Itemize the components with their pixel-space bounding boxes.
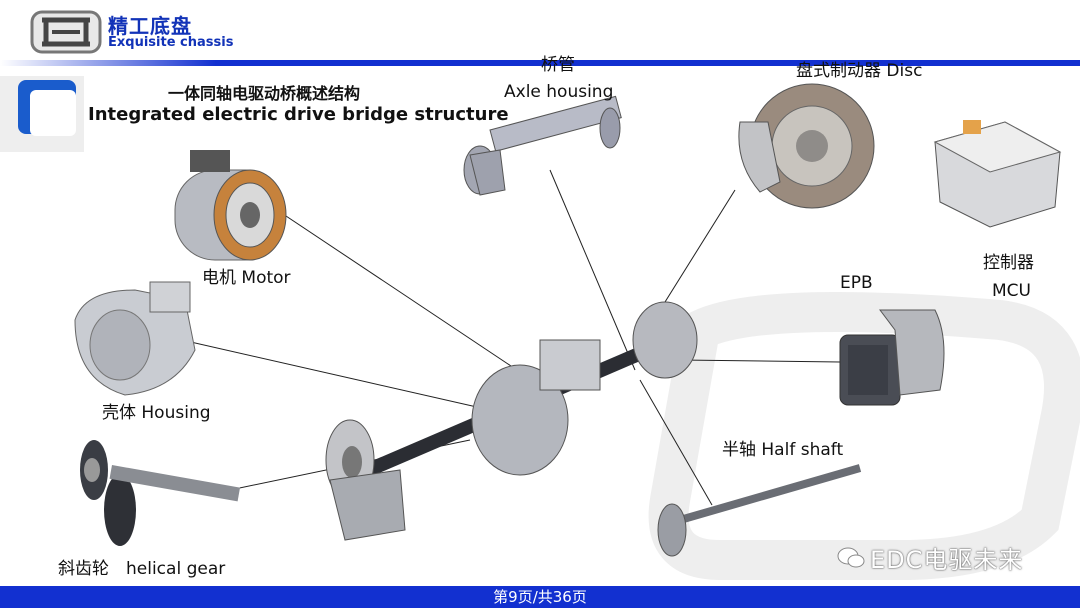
- page-number: 第9页/共36页: [493, 588, 587, 606]
- title-badge-icon: [0, 76, 84, 152]
- half-shaft-image: [657, 464, 862, 557]
- brand-name-cn: 精工底盘: [108, 14, 192, 38]
- background-logo-mark: [648, 292, 1080, 580]
- slide-title-en: Integrated electric drive bridge structu…: [88, 104, 509, 125]
- label-motor: 电机 Motor: [202, 268, 291, 288]
- label-disc: 盘式制动器 Disc: [796, 61, 923, 81]
- helical-gear-image: [80, 440, 241, 546]
- label-housing: 壳体 Housing: [102, 403, 211, 423]
- label-epb: EPB: [840, 273, 873, 293]
- epb-image: [839, 309, 945, 406]
- watermark-text: EDC电驱未来: [870, 546, 1024, 574]
- central-axle-assembly: [325, 301, 698, 541]
- mcu-controller-image: [933, 120, 1062, 228]
- brand-name-en: Exquisite chassis: [108, 35, 234, 50]
- label-half-shaft: 半轴 Half shaft: [722, 440, 844, 460]
- label-helical-gear: 斜齿轮 helical gear: [58, 559, 226, 579]
- disc-brake-image: [738, 83, 875, 209]
- label-axle-en: Axle housing: [504, 82, 614, 102]
- label-controller-en: MCU: [992, 281, 1031, 301]
- brand-logo-icon: [30, 10, 102, 54]
- slide-title-cn: 一体同轴电驱动桥概述结构: [168, 84, 361, 103]
- header-bar: [0, 60, 1080, 66]
- wechat-icon: [837, 547, 865, 568]
- label-controller-cn: 控制器: [983, 253, 1034, 273]
- motor-image: [174, 150, 287, 261]
- axle-housing-image: [463, 95, 622, 196]
- housing-image: [74, 281, 196, 396]
- footer-bar: [0, 586, 1080, 608]
- header: 精工底盘 Exquisite chassis: [0, 0, 1080, 66]
- label-axle-cn: 桥管: [541, 55, 575, 75]
